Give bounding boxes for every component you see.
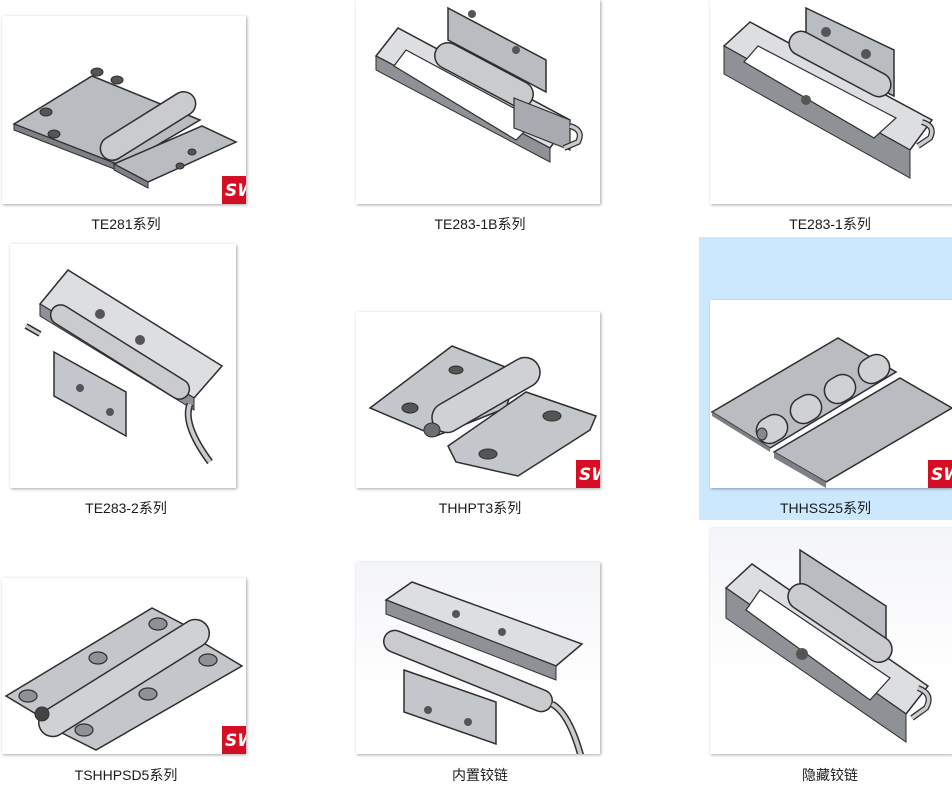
hinge-channel-spring-icon bbox=[374, 6, 583, 163]
file-item-te283-1b[interactable]: TE283-1B系列 bbox=[354, 0, 606, 240]
solidworks-badge-icon: SW bbox=[222, 726, 246, 754]
thumbnail: SW bbox=[2, 578, 246, 754]
file-label: 隐藏铰链 bbox=[802, 767, 858, 783]
hinge-piano-knuckle-icon bbox=[710, 337, 952, 488]
thumbnail: SW bbox=[2, 16, 246, 204]
file-item-built-in-hinge[interactable]: 内置铰链 bbox=[354, 520, 606, 787]
file-item-te283-1[interactable]: TE283-1系列 bbox=[708, 0, 952, 240]
file-item-concealed-hinge[interactable]: 隐藏铰链 bbox=[708, 520, 952, 787]
solidworks-badge-icon: SW bbox=[928, 460, 952, 488]
file-label: TE283-1B系列 bbox=[434, 216, 526, 232]
file-label: TE283-2系列 bbox=[85, 500, 167, 516]
hinge-concealed-icon bbox=[724, 548, 932, 743]
file-item-tshhpsd5[interactable]: SW TSHHPSD5系列 bbox=[0, 520, 252, 787]
file-item-thhpt3[interactable]: SW THHPT3系列 bbox=[354, 240, 606, 520]
thumbnail bbox=[10, 244, 236, 488]
file-item-thhss25[interactable]: SW THHSS25系列 bbox=[699, 237, 952, 520]
solidworks-badge-icon: SW bbox=[576, 460, 600, 488]
thumbnail bbox=[356, 0, 600, 204]
file-label: 内置铰链 bbox=[452, 767, 508, 783]
file-label: TSHHPSD5系列 bbox=[74, 767, 178, 783]
thumbnail: SW bbox=[710, 300, 952, 488]
thumbnail bbox=[356, 562, 600, 754]
hinge-channel-holes-icon bbox=[722, 6, 935, 179]
file-item-te283-2[interactable]: TE283-2系列 bbox=[0, 240, 252, 520]
hinge-offset-plate-icon bbox=[368, 345, 598, 477]
file-label: THHPT3系列 bbox=[438, 500, 522, 516]
file-item-te281[interactable]: SW TE281系列 bbox=[0, 0, 252, 240]
thumbnail bbox=[710, 0, 952, 204]
file-label: THHSS25系列 bbox=[779, 500, 872, 516]
hinge-countersunk-plate-icon bbox=[4, 607, 244, 751]
hinge-built-in-icon bbox=[383, 581, 584, 754]
hinge-lift-off-bent-pin-icon bbox=[24, 269, 224, 465]
file-label: TE281系列 bbox=[91, 216, 161, 232]
file-label: TE283-1系列 bbox=[789, 216, 871, 232]
solidworks-badge-icon: SW bbox=[222, 176, 246, 204]
hinge-flat-plate-icon bbox=[12, 67, 238, 189]
thumbnail: SW bbox=[356, 312, 600, 488]
thumbnail bbox=[710, 528, 952, 754]
